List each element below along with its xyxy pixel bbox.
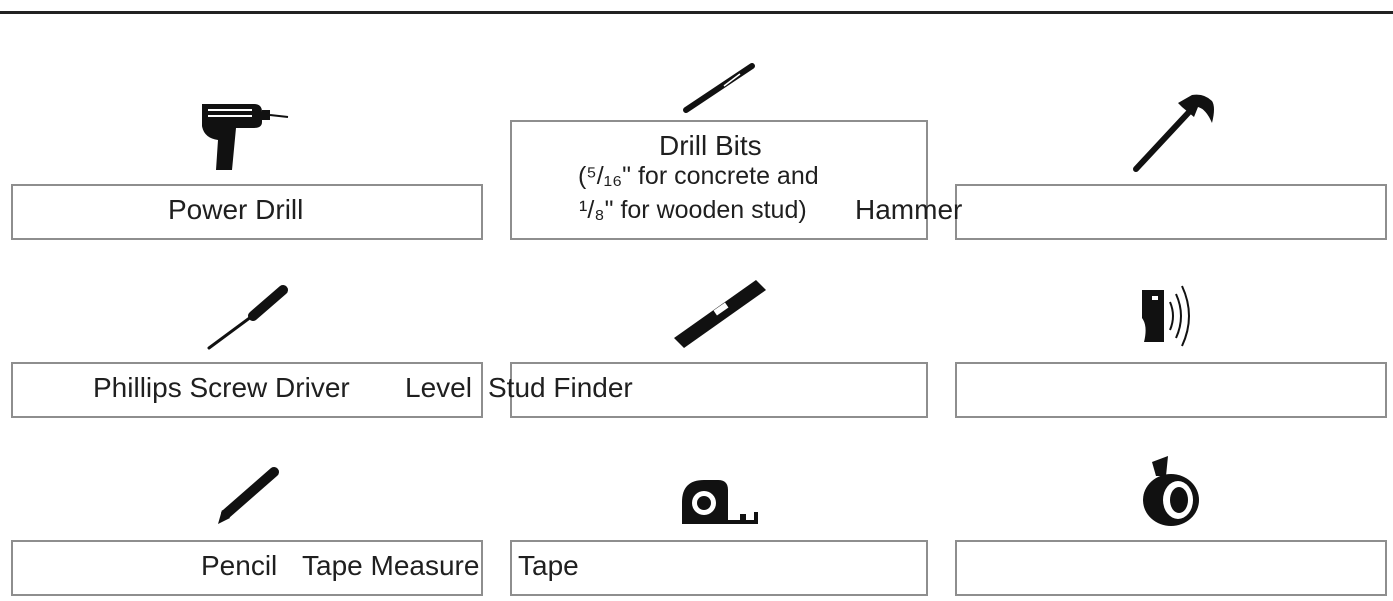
label-level: Level — [405, 372, 472, 403]
tape-roll-icon — [1143, 456, 1199, 526]
top-rule — [0, 11, 1393, 14]
label-pencil: Pencil — [201, 550, 278, 581]
label-box-screw-driver — [11, 362, 483, 418]
label-box-drill-bits — [510, 120, 928, 240]
label-tape: Tape — [518, 550, 579, 581]
label-tape-measure: Tape Measure — [302, 550, 480, 581]
label-box-power-drill — [11, 184, 483, 240]
label-box-tape — [955, 540, 1387, 596]
power-drill-icon — [202, 104, 289, 170]
screwdriver-icon — [207, 285, 288, 350]
label-hammer: Hammer — [855, 194, 963, 225]
level-icon — [674, 280, 766, 348]
label-box-level — [510, 362, 928, 418]
label-drill-bits: Drill Bits — [659, 130, 762, 161]
drill-bit-icon — [683, 63, 755, 113]
pencil-icon — [218, 467, 279, 524]
label-box-stud-finder — [955, 362, 1387, 418]
label-power-drill: Power Drill — [168, 194, 304, 225]
label-drill-bits-detail-1: (⁵/₁₆" for concrete and — [578, 162, 819, 190]
hammer-icon — [1133, 94, 1214, 172]
label-screw-driver: Phillips Screw Driver — [93, 372, 350, 403]
label-box-hammer — [955, 184, 1387, 240]
label-box-tape-measure — [510, 540, 928, 596]
label-box-pencil — [11, 540, 483, 596]
tape-measure-icon — [682, 480, 758, 524]
label-drill-bits-detail-2: ¹/₈" for wooden stud) — [579, 196, 807, 224]
stud-finder-icon — [1142, 285, 1190, 347]
label-stud-finder: Stud Finder — [488, 372, 633, 403]
